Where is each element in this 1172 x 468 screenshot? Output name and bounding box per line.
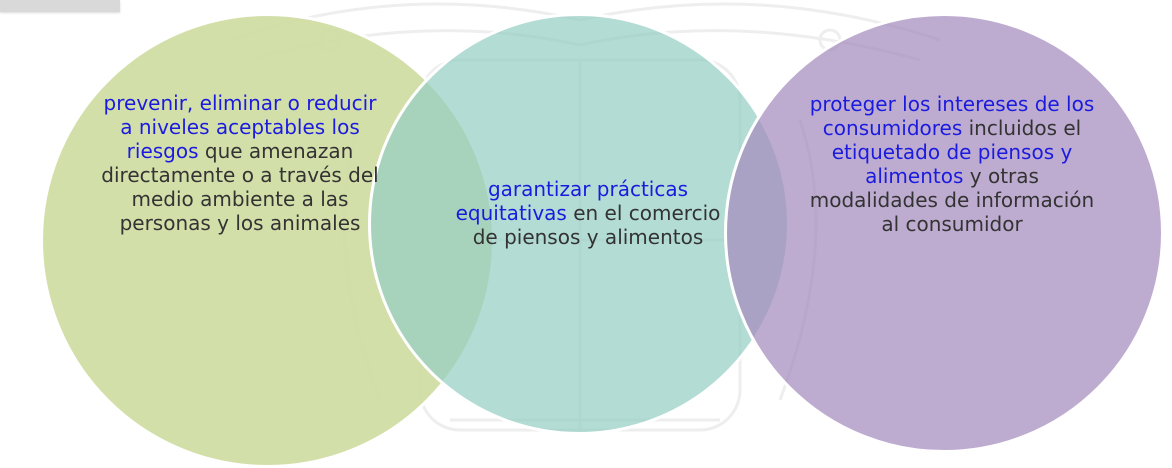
body-text: que amenazan directamente o a través del… (101, 139, 379, 235)
body-text: y otras modalidades de información al co… (809, 164, 1095, 236)
highlight-text: proteger los intereses de los consumidor… (809, 92, 1095, 140)
highlight-text: garantizar prácticas equitativas (455, 177, 689, 225)
circle-risks-text: prevenir, eliminar o reducir a niveles a… (100, 91, 380, 235)
body-text: en el comercio de piensos y alimentos (472, 201, 721, 249)
circle-consumer-protection-text: proteger los intereses de los consumidor… (802, 92, 1102, 236)
body-text: incluidos el (962, 116, 1082, 140)
highlight-text: etiquetado de piensos y alimentos (831, 140, 1073, 188)
circle-consumer-protection (724, 13, 1164, 453)
circle-fair-practices (368, 13, 790, 435)
highlight-text: prevenir, eliminar o reducir a niveles a… (103, 91, 377, 163)
top-bar (0, 0, 120, 12)
circle-fair-practices-text: garantizar prácticas equitativas en el c… (455, 177, 721, 249)
